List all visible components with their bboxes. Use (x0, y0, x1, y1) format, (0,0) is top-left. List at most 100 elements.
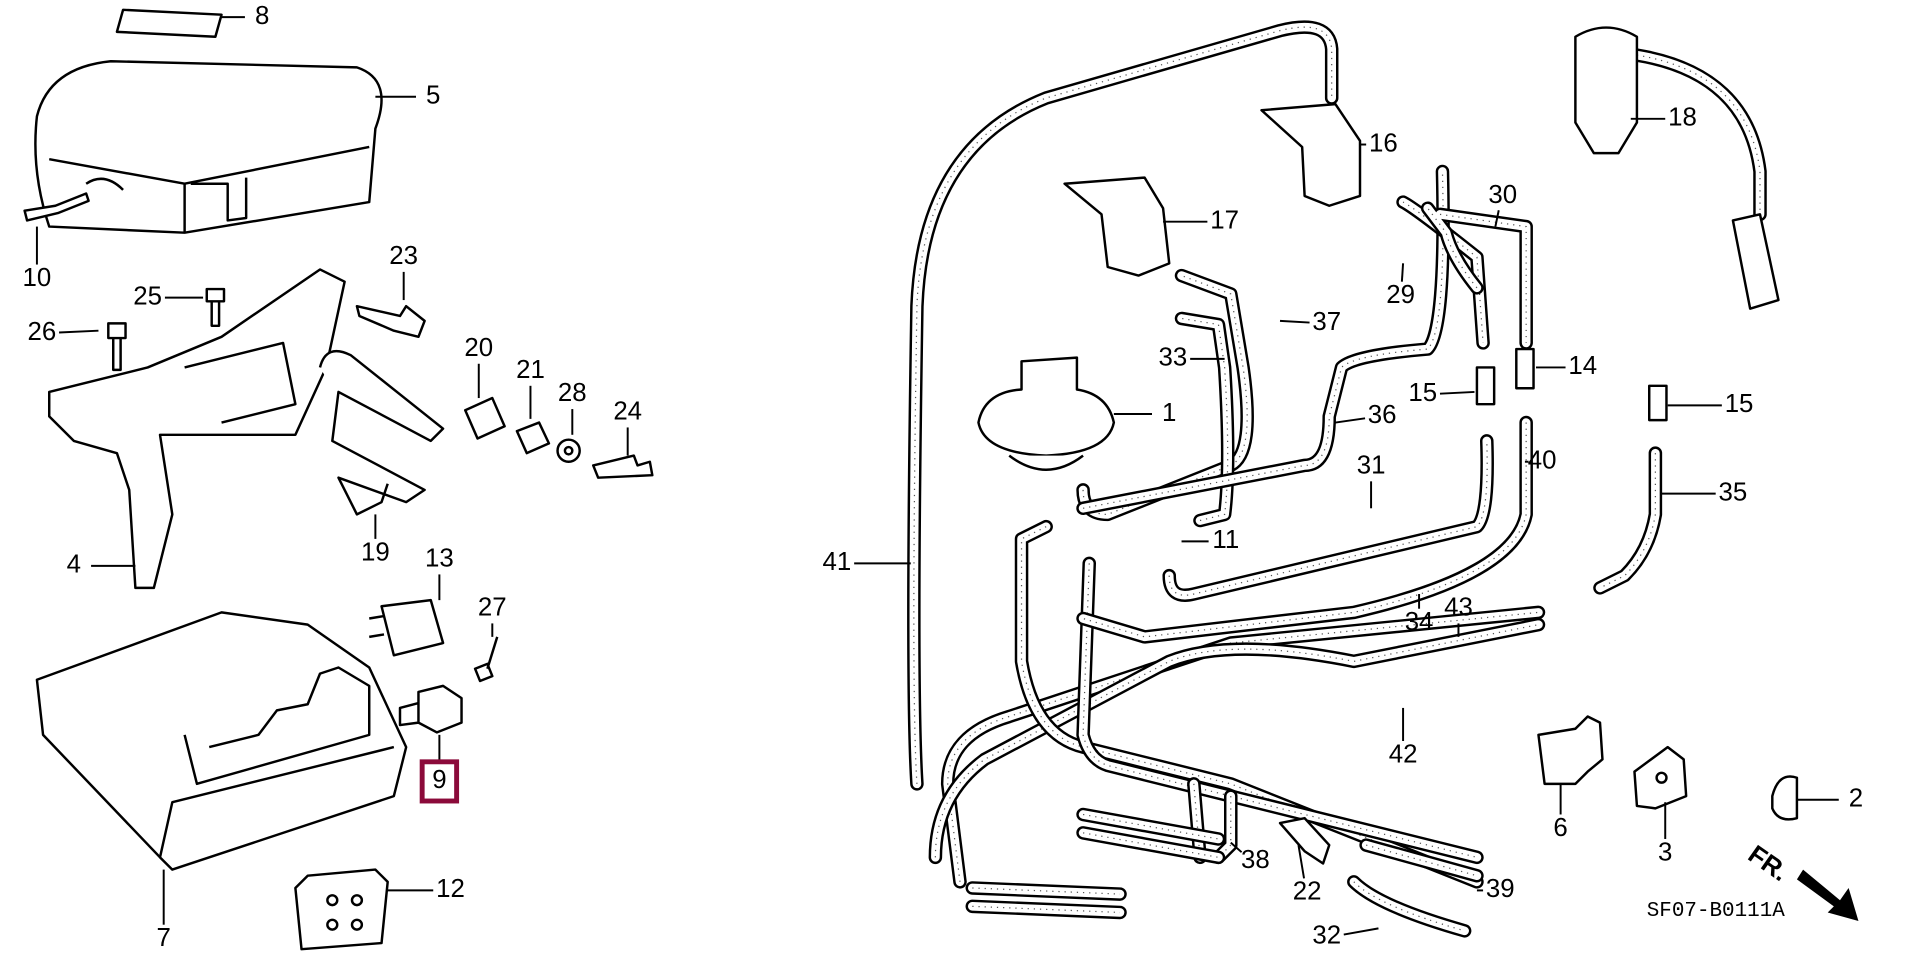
part-label-29[interactable]: 29 (1386, 281, 1415, 309)
hose-6 (1181, 317, 1229, 522)
part-label-39[interactable]: 39 (1486, 875, 1515, 903)
clip-part-2[interactable] (1771, 775, 1799, 821)
part-label-8[interactable]: 8 (255, 2, 269, 30)
leader-line-38 (1230, 841, 1243, 853)
part-label-40[interactable]: 40 (1528, 447, 1557, 475)
bolt-part-27[interactable] (473, 636, 499, 683)
part-label-9[interactable]: 9 (432, 766, 446, 794)
part-label-15[interactable]: 15 (1725, 390, 1754, 418)
leader-line-22 (1297, 844, 1306, 879)
grommet-part-12[interactable] (294, 868, 389, 951)
check-valve-part-14[interactable] (1515, 347, 1535, 390)
part-label-5[interactable]: 5 (426, 82, 440, 110)
filter-part-18[interactable] (1574, 26, 1780, 310)
part-label-11[interactable]: 11 (1212, 526, 1239, 554)
part-label-30[interactable]: 30 (1488, 181, 1517, 209)
part-label-16[interactable]: 16 (1369, 129, 1398, 157)
connector-part-13[interactable] (369, 598, 445, 657)
hose-2 (934, 624, 1539, 858)
part-label-23[interactable]: 23 (389, 242, 418, 270)
part-label-38[interactable]: 38 (1241, 846, 1270, 874)
drawing-code: SF07-B0111A (1647, 900, 1786, 923)
part-label-7[interactable]: 7 (157, 924, 171, 952)
solenoid-valve-part-16[interactable] (1260, 102, 1362, 207)
part-label-12[interactable]: 12 (436, 875, 465, 903)
part-label-4[interactable]: 4 (67, 551, 81, 579)
hose-15 (1082, 813, 1219, 858)
hose-4 (1082, 563, 1478, 858)
leader-line-29 (1400, 263, 1405, 282)
highlight-box-part-9 (419, 759, 460, 804)
part-label-36[interactable]: 36 (1368, 401, 1397, 429)
hose-12 (1427, 207, 1527, 343)
bolt-part-23[interactable] (355, 304, 426, 339)
collar-part-21[interactable] (515, 421, 551, 455)
part-label-24[interactable]: 24 (613, 398, 642, 426)
part-label-33[interactable]: 33 (1159, 344, 1188, 372)
part-label-17[interactable]: 17 (1210, 207, 1239, 235)
bolt-part-25[interactable] (205, 287, 226, 328)
hose-10 (1078, 418, 1531, 642)
part-label-28[interactable]: 28 (558, 379, 587, 407)
part-label-34[interactable]: 34 (1405, 608, 1434, 636)
leader-line-26 (59, 329, 99, 334)
part-label-27[interactable]: 27 (478, 594, 507, 622)
bolt-part-24[interactable] (592, 454, 654, 479)
relay-part-9[interactable] (398, 684, 463, 734)
part-label-3[interactable]: 3 (1658, 839, 1672, 867)
leader-line-32 (1343, 927, 1379, 936)
bracket-part-4[interactable] (48, 268, 346, 590)
solenoid-valve-part-17[interactable] (1063, 176, 1171, 277)
hose-7 (1082, 171, 1444, 509)
part-label-6[interactable]: 6 (1553, 814, 1567, 842)
fr-direction-label: FR. (1743, 840, 1793, 887)
hose-1 (947, 611, 1539, 882)
bolt-part-26[interactable] (107, 322, 127, 372)
bushing-part-20[interactable] (464, 396, 506, 440)
cover-part-5[interactable] (34, 60, 383, 234)
part-label-37[interactable]: 37 (1312, 308, 1341, 336)
part-label-14[interactable]: 14 (1568, 352, 1597, 380)
part-label-18[interactable]: 18 (1668, 104, 1697, 132)
hose-11 (1599, 453, 1656, 589)
check-valve-part-15b[interactable] (1648, 384, 1668, 422)
check-valve-part-15a[interactable] (1475, 366, 1496, 406)
washer-part-28[interactable] (556, 438, 581, 463)
hose-14 (972, 887, 1121, 914)
part-label-13[interactable]: 13 (425, 545, 454, 573)
clamp-part-19[interactable] (318, 349, 445, 516)
hose-8 (1164, 436, 1492, 600)
part-label-2[interactable]: 2 (1849, 785, 1863, 813)
part-label-10[interactable]: 10 (23, 264, 52, 292)
part-label-31[interactable]: 31 (1357, 451, 1386, 479)
part-label-19[interactable]: 19 (361, 538, 390, 566)
part-label-21[interactable]: 21 (516, 356, 545, 384)
vacuum-hoses (907, 20, 1767, 938)
part-label-41[interactable]: 41 (823, 548, 852, 576)
leader-line-30 (1494, 210, 1500, 227)
part-label-1[interactable]: 1 (1162, 399, 1176, 427)
leader-line-15 (1439, 390, 1475, 395)
part-label-25[interactable]: 25 (133, 282, 162, 310)
bolt-part-10[interactable] (23, 192, 90, 222)
part-label-35[interactable]: 35 (1719, 478, 1748, 506)
part-label-32[interactable]: 32 (1312, 922, 1341, 950)
part-label-43[interactable]: 43 (1444, 594, 1473, 622)
tray-part-7[interactable] (35, 611, 408, 871)
hose-11 (1595, 448, 1660, 593)
clip-part-3[interactable] (1633, 745, 1688, 810)
part-label-42[interactable]: 42 (1389, 741, 1418, 769)
hose-17 (1632, 50, 1765, 219)
clip-part-6[interactable] (1537, 715, 1604, 786)
part-label-22[interactable]: 22 (1293, 878, 1322, 906)
leader-line-37 (1279, 319, 1310, 324)
part-label-26[interactable]: 26 (27, 318, 56, 346)
control-valve-part-1[interactable] (977, 356, 1116, 471)
part-label-15[interactable]: 15 (1408, 379, 1437, 407)
part-label-20[interactable]: 20 (464, 334, 493, 362)
tee-joint-part-22[interactable] (1278, 816, 1331, 865)
hose-0 (909, 22, 1337, 789)
label-tag-part-8[interactable] (115, 8, 223, 38)
